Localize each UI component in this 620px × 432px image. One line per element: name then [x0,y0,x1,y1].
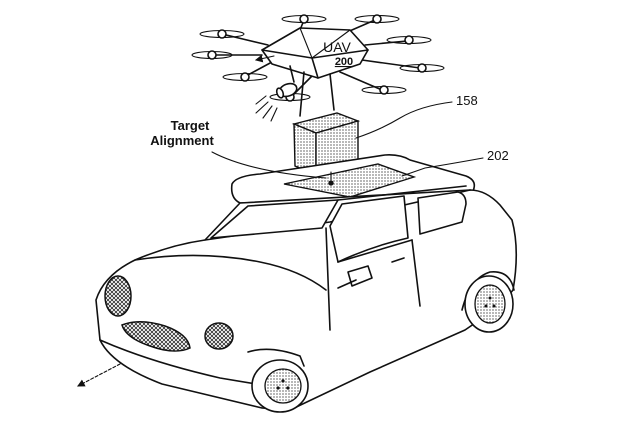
rotor [386,35,432,45]
rotor [222,72,268,82]
uav-camera [275,65,298,99]
travel-direction-arrow [77,363,121,387]
rotor [191,50,233,60]
headlight-left [104,275,132,317]
uav-rotors [191,14,445,102]
car-body [95,189,518,411]
car [77,154,518,413]
landing-pad [283,163,417,198]
package-reference-number: 158 [456,93,478,108]
grille [121,321,191,352]
rotor [399,63,445,73]
rear-wheel [461,271,515,333]
callout-target-alignment: Target Alignment [150,118,327,179]
target-alignment-label-line2: Alignment [150,133,214,148]
headlight-right [204,322,234,350]
target-alignment-label-line1: Target [171,118,210,133]
landing-pad-reference-number: 202 [487,148,509,163]
uav-label: UAV [323,39,351,55]
callout-202: 202 [401,148,509,177]
target-marker [328,180,334,186]
callout-158: 158 [355,93,478,139]
uav-body [261,27,369,79]
sensor-rays [255,95,278,122]
rotor [199,29,245,39]
side-mirror [337,265,373,289]
rotor [354,14,400,24]
rotor [361,85,407,95]
uav-drone: UAV 200 [191,14,445,122]
front-wheel [247,348,309,413]
rotor [281,14,327,24]
uav-number: 200 [335,56,353,68]
rear-side-window [417,191,467,235]
